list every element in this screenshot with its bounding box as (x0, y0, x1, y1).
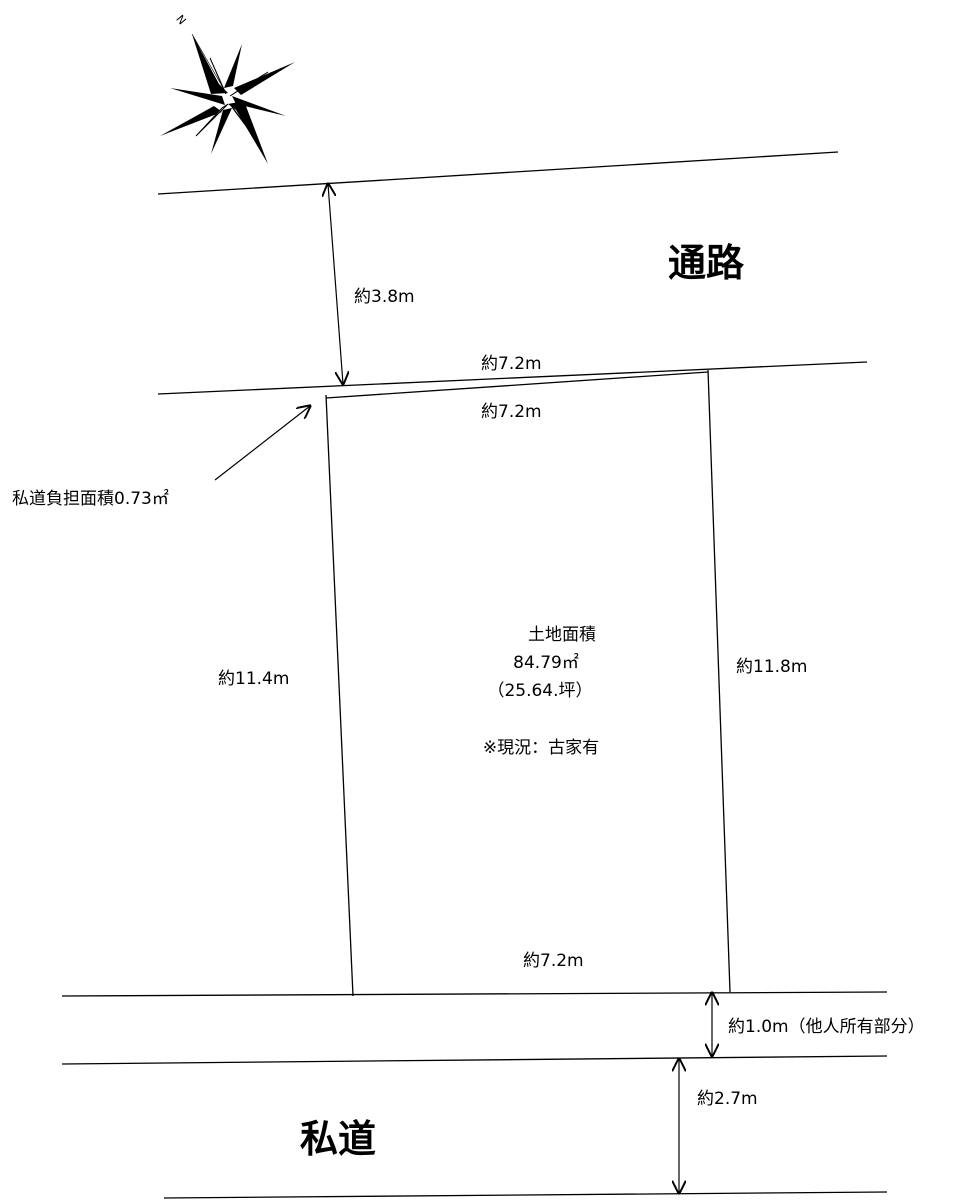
lot-left-side (325, 394, 354, 997)
north-label: N (173, 13, 188, 28)
bottom-road-name: 私道 (300, 1117, 376, 1161)
land-area-tsubo: （25.64.坪） (487, 681, 592, 701)
compass-rose-icon: N (160, 13, 295, 164)
frontage-inner-label: 約7.2m (481, 402, 542, 422)
top-road-width-arrow (328, 184, 343, 384)
lot-right-side (707, 369, 731, 993)
burden-pointer-arrow (214, 406, 310, 481)
bottom-side-label: 約7.2m (523, 951, 584, 971)
top-road-name: 通路 (668, 241, 745, 285)
land-area-sqm: 84.79㎡ (513, 653, 579, 673)
top-road-near-edge (157, 361, 868, 395)
top-road-width-label: 約3.8m (354, 287, 415, 307)
private-road-burden-note: 私道負担面積0.73㎡ (12, 489, 169, 509)
current-status: ※現況：古家有 (483, 738, 599, 758)
top-road-far-edge (157, 151, 839, 195)
right-side-label: 約11.8m (736, 657, 807, 677)
lot-inner-frontage (325, 371, 709, 399)
private-road-far-edge (163, 1191, 888, 1199)
frontage-outer-label: 約7.2m (481, 354, 542, 374)
left-side-label: 約11.4m (218, 669, 289, 689)
strip-width-label: 約1.0m（他人所有部分） (728, 1017, 925, 1037)
land-area-title: 土地面積 (528, 625, 596, 645)
private-road-width-label: 約2.7m (697, 1089, 758, 1109)
land-info: 土地面積 84.79㎡ （25.64.坪） ※現況：古家有 (483, 625, 599, 758)
lot-boundary (325, 369, 731, 997)
strip-bottom-edge (61, 1055, 888, 1065)
strip-top-edge (61, 991, 888, 997)
